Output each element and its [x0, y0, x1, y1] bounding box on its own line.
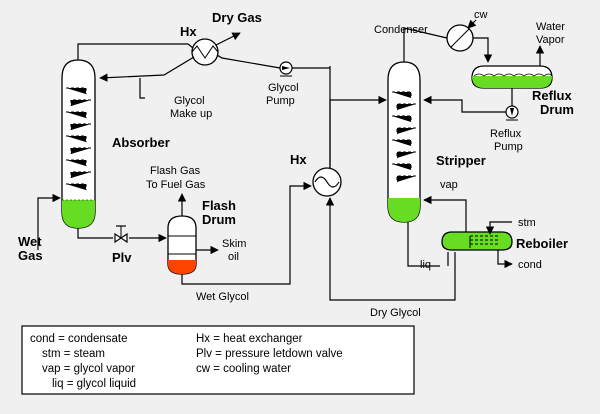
label-flash-drum-2: Drum	[202, 212, 236, 227]
label-glycol-pump-2: Pump	[266, 95, 295, 107]
stripper-column	[387, 61, 421, 223]
legend-box	[21, 325, 415, 395]
reflux-drum-liquid	[472, 76, 552, 88]
hx-mid-exchanger	[312, 167, 342, 197]
legend-cond: cond = condensate	[30, 333, 128, 345]
stripper-liquid	[388, 198, 420, 222]
absorber-column	[61, 59, 96, 229]
label-glycol-pump-1: Glycol	[268, 82, 299, 94]
hx-top-exchanger	[191, 38, 219, 66]
legend: cond = condensate stm = steam vap = glyc…	[21, 325, 415, 395]
flash-drum-liquid	[168, 260, 196, 274]
label-reflux-pump-2: Pump	[494, 141, 523, 153]
label-reboiler: Reboiler	[516, 236, 568, 251]
reflux-drum	[471, 65, 553, 89]
reflux-pump	[505, 105, 519, 121]
stripper-trays	[392, 91, 416, 182]
label-hx-mid: Hx	[290, 152, 307, 167]
label-reflux-pump-1: Reflux	[490, 128, 522, 140]
label-cond: cond	[518, 259, 542, 271]
label-water-vapor-2: Vapor	[536, 34, 565, 46]
condenser	[446, 24, 474, 52]
label-skim-oil-2: oil	[228, 251, 239, 263]
label-cw: cw	[474, 9, 488, 21]
label-plv: Plv	[112, 250, 132, 265]
label-wet-gas-1: Wet	[18, 234, 42, 249]
label-stripper: Stripper	[436, 153, 486, 168]
legend-cw: cw = cooling water	[196, 363, 291, 375]
absorber-liquid	[62, 200, 95, 228]
label-wet-gas-2: Gas	[18, 248, 43, 263]
label-stm: stm	[518, 217, 536, 229]
label-reflux-drum-1: Reflux	[532, 88, 573, 103]
label-dry-glycol: Dry Glycol	[370, 307, 421, 319]
legend-stm: stm = steam	[42, 348, 105, 360]
flash-drum	[167, 215, 197, 275]
label-flash-gas-1: Flash Gas	[150, 165, 201, 177]
label-glycol-makeup-2: Make up	[170, 108, 212, 120]
label-dry-gas: Dry Gas	[212, 10, 262, 25]
label-water-vapor-1: Water	[536, 21, 565, 33]
label-wet-glycol: Wet Glycol	[196, 291, 249, 303]
label-flash-gas-2: To Fuel Gas	[146, 179, 206, 191]
label-vap: vap	[440, 179, 458, 191]
label-reflux-drum-2: Drum	[540, 102, 574, 117]
reboiler	[441, 231, 513, 251]
pressure-letdown-valve	[114, 225, 128, 244]
label-hx-top: Hx	[180, 24, 197, 39]
label-liq: liq	[420, 259, 431, 271]
absorber-trays	[66, 87, 91, 190]
label-flash-drum-1: Flash	[202, 198, 236, 213]
legend-vap: vap = glycol vapor	[42, 363, 135, 375]
legend-hx: Hx = heat exchanger	[196, 333, 303, 345]
label-condenser: Condenser	[374, 24, 428, 36]
label-absorber: Absorber	[112, 135, 170, 150]
legend-liq: liq = glycol liquid	[52, 378, 136, 390]
legend-plv: Plv = pressure letdown valve	[196, 348, 343, 360]
glycol-pump	[279, 61, 293, 77]
label-skim-oil-1: Skim	[222, 238, 246, 250]
label-glycol-makeup-1: Glycol	[174, 95, 205, 107]
piping	[37, 19, 545, 301]
